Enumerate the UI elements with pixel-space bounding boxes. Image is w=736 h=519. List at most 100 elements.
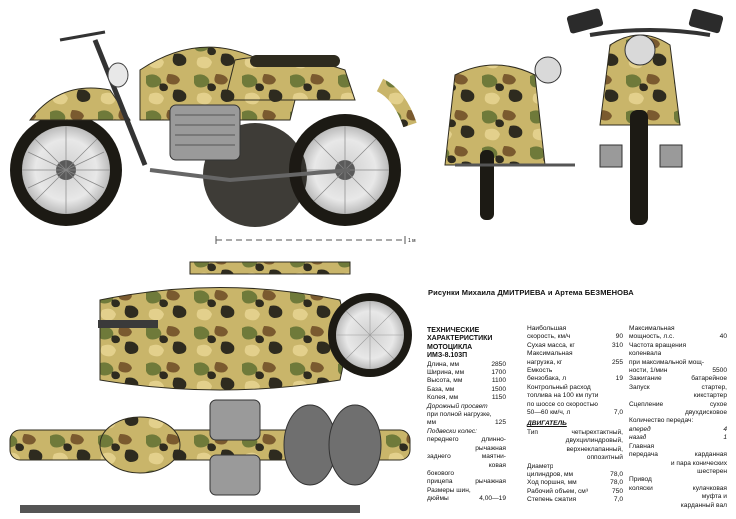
spec-row: Максимальная (629, 325, 675, 332)
specs-title-line: МОТОЦИКЛА (427, 343, 473, 351)
spec-row: оппозитный (586, 454, 623, 462)
motorcycle-side-view (10, 30, 417, 227)
top-frame-rail (20, 505, 360, 513)
spec-label: при полной нагрузке, (427, 411, 492, 419)
specs-title-line: ХАРАКТЕРИСТИКИ (427, 335, 493, 343)
motorcycle-top-view (9, 261, 412, 513)
motorcycle-front-view (444, 8, 724, 225)
spec-row: и пара конических (670, 459, 727, 467)
spec-row: верхнеклапанный, (566, 445, 623, 453)
front-headlight (624, 34, 656, 66)
specs-title-line: ТЕХНИЧЕСКИЕ (427, 327, 480, 334)
engine (169, 104, 241, 161)
right-mirror (688, 8, 724, 34)
spec-row: Частота вращения (629, 341, 687, 349)
top-exhaust (328, 404, 382, 486)
machine-gun (59, 30, 106, 42)
spec-row: Емкость (527, 367, 553, 375)
spec-label: Размеры шин, (427, 486, 471, 494)
top-cylinder-upper (209, 399, 261, 441)
spec-row: бокового (427, 469, 455, 477)
spec-row: двухцилиндровый, (565, 437, 623, 445)
spec-row: кикстартер (693, 392, 727, 400)
right-cylinder (659, 144, 683, 168)
sidecar-tire (480, 150, 494, 220)
front-fork (92, 39, 148, 166)
sidecar-front (444, 64, 546, 166)
spec-row: Диаметр (527, 462, 554, 470)
top-fuel-tank (99, 416, 181, 474)
spec-row: ковая (488, 461, 506, 469)
spec-row: мощность, л.с.40 (629, 333, 727, 341)
headlight (107, 62, 129, 88)
seat (250, 55, 340, 67)
rear-rack (189, 261, 351, 275)
specs-column-3: Максимальная мощность, л.с.40 Частота вр… (629, 325, 727, 510)
front-fairing (599, 34, 681, 126)
exhaust-pipe (149, 168, 351, 183)
left-cylinder (599, 144, 623, 168)
spec-row: коленвала (629, 350, 662, 358)
spec-row: Максимальная (527, 350, 573, 358)
engine-title: ДВИГАТЕЛЬ (527, 420, 567, 428)
spec-row: Наибольшая (527, 325, 567, 332)
top-cylinder-lower (209, 454, 261, 496)
suspension-title: Подвески колес: (427, 427, 477, 435)
specs-column-1: ТЕХНИЧЕСКИЕ ХАРАКТЕРИСТИКИ МОТОЦИКЛА ИМЗ… (427, 327, 506, 504)
spec-row: по шоссе со скоростью (527, 400, 598, 408)
sidecar-top (99, 287, 346, 391)
spec-row: топлива на 100 км пути (527, 392, 599, 400)
spec-row: Контрольный расход (527, 383, 591, 391)
front-wheel (10, 114, 122, 226)
spec-row: карданный вал (680, 501, 727, 509)
spec-row: шестерен (697, 467, 727, 475)
spec-row: при максимальной мощ- (629, 358, 705, 366)
illustration-credit: Рисунки Михаила ДМИТРИЕВА и Артема БЕЗМЕ… (428, 288, 634, 297)
scale-label: 1 м (408, 238, 416, 244)
front-fender (28, 87, 131, 121)
spec-row: Привод (629, 476, 652, 484)
rear-fender (376, 78, 417, 128)
spec-row: муфта и (701, 493, 727, 501)
sidecar-gun (98, 320, 158, 328)
specs-title-line: ИМЗ-8.103П (427, 352, 468, 360)
front-tire (630, 110, 648, 225)
top-air-filter (283, 404, 337, 486)
sidecar-headlight (534, 56, 562, 84)
spec-row: рычажная (475, 444, 506, 452)
spec-label: Дорожный просвет (427, 402, 488, 410)
left-mirror (566, 8, 604, 34)
spec-row: двухдисковое (684, 409, 727, 417)
